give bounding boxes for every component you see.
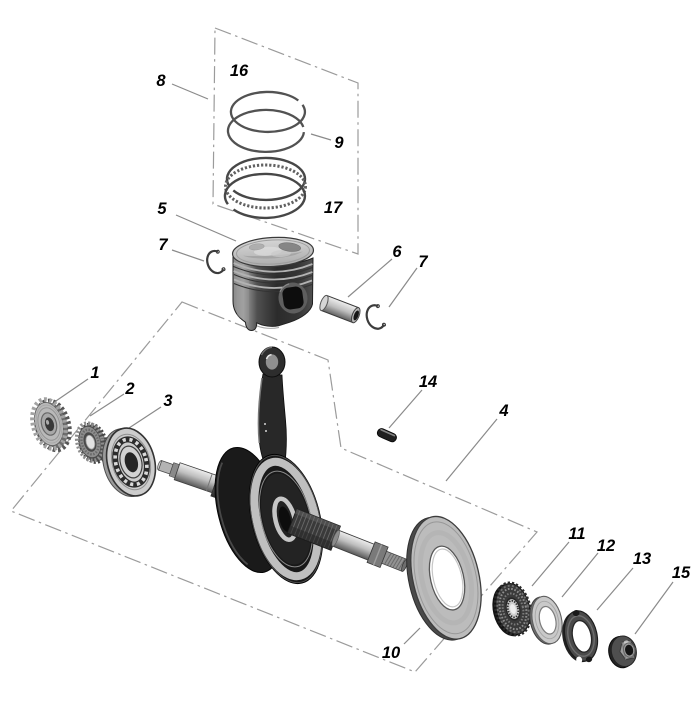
part-woodruff-key: [376, 428, 397, 443]
label-11: 11: [568, 525, 585, 543]
label-12: 12: [597, 537, 615, 555]
leader-lines: [52, 83, 674, 645]
label-9: 9: [334, 134, 344, 152]
ring-set-group-box: [212, 27, 359, 255]
part-circlip-right: [365, 304, 386, 330]
leader-4: [445, 418, 498, 482]
leader-7-left: [171, 249, 205, 262]
crank-right-web: [248, 453, 324, 585]
part-oil-ring-set: [223, 156, 307, 220]
leader-14: [388, 389, 423, 429]
label-2: 2: [124, 380, 134, 398]
callout-labels: 1 2 3 4 5 6 7 7 8 9 10 11 12 13 14 15 16…: [90, 62, 691, 662]
part-washer: [529, 595, 563, 645]
piston-pin-boss: [278, 282, 308, 314]
part-starter-gear: [492, 581, 533, 637]
leader-8: [171, 83, 209, 100]
label-3: 3: [163, 392, 172, 410]
crank-connecting-rod: [257, 346, 287, 473]
part-thrust-disc: [406, 515, 482, 641]
leader-6: [347, 258, 393, 298]
part-circlip-left: [206, 249, 226, 275]
label-13: 13: [633, 550, 651, 568]
leader-3: [128, 406, 162, 429]
label-7-left: 7: [158, 236, 168, 254]
leader-13: [596, 567, 634, 611]
part-flange-nut: [608, 635, 637, 669]
label-5: 5: [157, 200, 167, 218]
leader-7-right: [388, 267, 418, 308]
leader-2: [89, 393, 125, 417]
leader-5: [175, 214, 237, 242]
label-7-right: 7: [418, 253, 428, 271]
label-4: 4: [498, 402, 508, 420]
part-ball-bearing: [102, 427, 157, 497]
leader-11: [531, 541, 570, 587]
leader-12: [561, 552, 599, 598]
label-14: 14: [419, 373, 437, 391]
label-8: 8: [156, 72, 166, 90]
leader-10: [403, 627, 421, 645]
part-primary-gear: [30, 397, 72, 453]
part-wrist-pin: [319, 294, 361, 324]
label-16: 16: [230, 62, 249, 80]
leader-15: [634, 581, 674, 635]
label-6: 6: [392, 243, 402, 261]
label-17: 17: [324, 199, 343, 217]
label-15: 15: [672, 564, 691, 582]
crank-right-shaft: [286, 508, 408, 572]
label-10: 10: [382, 644, 401, 662]
label-1: 1: [90, 364, 99, 382]
leader-9: [310, 133, 332, 141]
piston-crown: [231, 236, 315, 268]
crankshaft-group-box: [10, 301, 538, 673]
part-compression-rings: [226, 90, 307, 154]
part-oil-pump-gear: [74, 421, 109, 464]
leader-1: [52, 378, 89, 404]
part-lock-washer: [562, 609, 599, 664]
part-piston: [231, 236, 315, 332]
part-crankshaft: [157, 346, 408, 585]
